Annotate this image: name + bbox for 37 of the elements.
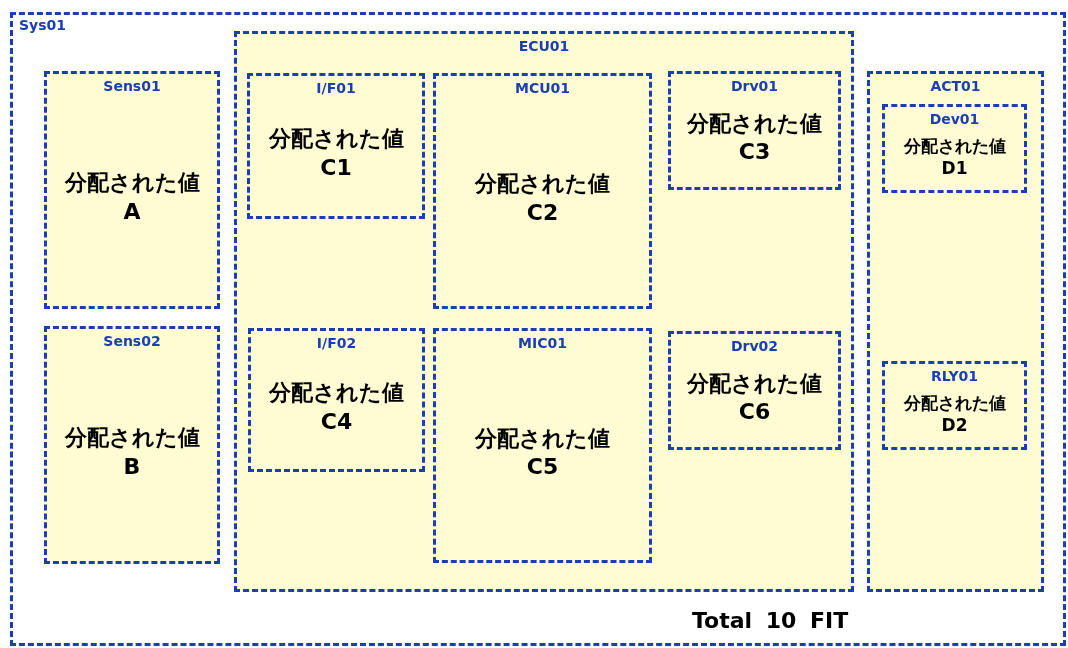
box-heading: I/F01	[315, 80, 357, 96]
system-frame	[10, 12, 1066, 646]
allocated-value: 分配された値 C3	[686, 109, 823, 167]
block-box	[867, 71, 1044, 592]
total-label: Total 10 FIT	[692, 608, 849, 633]
allocated-value: 分配された値 C2	[474, 170, 611, 227]
block-box	[882, 361, 1027, 450]
block-box	[44, 326, 220, 564]
box-heading: ACT01	[929, 78, 982, 94]
block-box	[882, 104, 1027, 193]
box-heading: Sens01	[102, 78, 162, 94]
box-heading: MCU01	[513, 80, 572, 96]
allocated-value: 分配された値 A	[63, 169, 201, 226]
box-heading: RLY01	[929, 368, 980, 384]
box-heading: ECU01	[517, 38, 571, 54]
box-heading: Drv01	[729, 78, 780, 94]
block-box	[247, 73, 425, 219]
block-box	[44, 71, 220, 309]
box-heading: Sys01	[19, 17, 68, 33]
allocated-value: 分配された値 C4	[268, 379, 405, 436]
box-heading: I/F02	[315, 335, 358, 351]
block-box	[433, 328, 652, 563]
allocated-value: 分配された値 D2	[902, 391, 1007, 436]
allocated-value: 分配された値 C1	[267, 125, 405, 182]
allocated-value: 分配された値 C6	[686, 369, 823, 427]
box-heading: MIC01	[517, 335, 568, 351]
block-box	[668, 331, 841, 450]
block-box	[433, 73, 652, 309]
allocated-value: 分配された値 B	[63, 424, 201, 481]
block-box	[234, 31, 854, 592]
box-heading: Sens02	[102, 333, 162, 349]
allocated-value: 分配された値 D1	[902, 134, 1007, 179]
allocated-value: 分配された値 C5	[474, 424, 611, 482]
block-box	[668, 71, 841, 190]
box-heading: Dev01	[928, 111, 981, 127]
block-box	[248, 328, 425, 472]
box-heading: Drv02	[729, 338, 780, 354]
